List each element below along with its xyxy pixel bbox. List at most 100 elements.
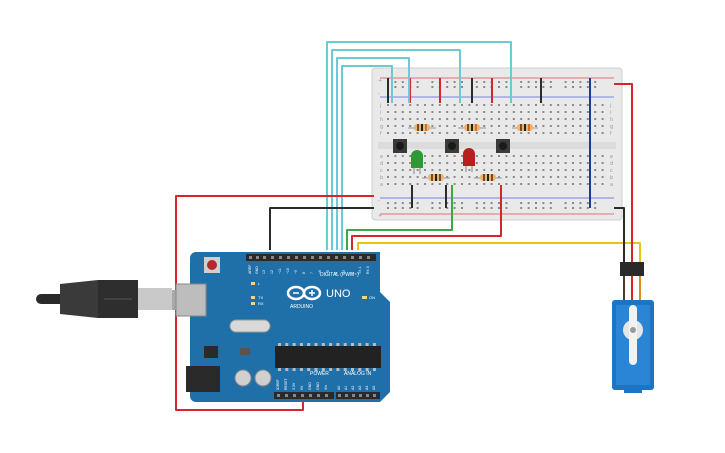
breadboard-hole[interactable] — [557, 155, 560, 157]
breadboard-hole[interactable] — [416, 111, 419, 113]
breadboard-hole[interactable] — [483, 132, 486, 134]
breadboard-hole[interactable] — [424, 183, 426, 185]
breadboard-hole[interactable] — [475, 169, 478, 171]
breadboard-hole[interactable] — [431, 155, 434, 157]
breadboard-hole[interactable] — [542, 111, 545, 113]
resistor-5[interactable] — [474, 174, 502, 181]
breadboard-hole[interactable] — [520, 118, 523, 120]
breadboard-hole[interactable] — [431, 86, 434, 88]
breadboard-hole[interactable] — [475, 155, 478, 157]
breadboard-hole[interactable] — [438, 183, 441, 185]
breadboard-hole[interactable] — [416, 202, 419, 204]
breadboard-hole[interactable] — [453, 132, 456, 134]
breadboard-hole[interactable] — [416, 207, 419, 209]
breadboard-hole[interactable] — [394, 125, 397, 127]
breadboard-hole[interactable] — [431, 207, 434, 209]
breadboard-hole[interactable] — [446, 162, 449, 164]
header-pin[interactable] — [351, 256, 354, 259]
breadboard-hole[interactable] — [401, 125, 404, 127]
breadboard-hole[interactable] — [520, 183, 523, 185]
header-pin[interactable] — [359, 256, 362, 259]
breadboard-hole[interactable] — [438, 202, 441, 204]
breadboard-hole[interactable] — [483, 207, 486, 209]
breadboard-hole[interactable] — [594, 125, 597, 127]
breadboard-hole[interactable] — [520, 81, 523, 83]
breadboard-hole[interactable] — [475, 86, 478, 88]
header-pin[interactable] — [343, 256, 346, 259]
breadboard-hole[interactable] — [564, 118, 567, 120]
breadboard-hole[interactable] — [475, 132, 478, 134]
breadboard-hole[interactable] — [549, 183, 552, 185]
breadboard-hole[interactable] — [564, 111, 567, 113]
reset-button[interactable] — [204, 257, 220, 273]
breadboard-hole[interactable] — [490, 111, 493, 113]
breadboard-hole[interactable] — [498, 118, 500, 120]
breadboard-hole[interactable] — [557, 132, 560, 134]
breadboard-hole[interactable] — [483, 111, 486, 113]
breadboard-hole[interactable] — [564, 176, 567, 178]
header-pin[interactable] — [277, 394, 280, 397]
breadboard-hole[interactable] — [475, 162, 478, 164]
breadboard-hole[interactable] — [416, 132, 419, 134]
breadboard-hole[interactable] — [505, 104, 508, 106]
breadboard-hole[interactable] — [461, 169, 463, 171]
breadboard-hole[interactable] — [505, 207, 508, 209]
push-button-2[interactable] — [445, 139, 459, 153]
breadboard-hole[interactable] — [483, 125, 486, 127]
breadboard-hole[interactable] — [527, 202, 530, 204]
header-pin[interactable] — [367, 256, 370, 259]
led-red[interactable] — [463, 148, 475, 172]
breadboard-hole[interactable] — [416, 176, 419, 178]
breadboard-hole[interactable] — [490, 207, 493, 209]
breadboard-hole[interactable] — [579, 118, 582, 120]
breadboard-hole[interactable] — [505, 118, 508, 120]
header-pin[interactable] — [309, 394, 312, 397]
breadboard-hole[interactable] — [424, 132, 426, 134]
breadboard-hole[interactable] — [394, 183, 397, 185]
breadboard-hole[interactable] — [579, 176, 582, 178]
breadboard-hole[interactable] — [453, 155, 456, 157]
breadboard-hole[interactable] — [498, 132, 500, 134]
breadboard-hole[interactable] — [586, 81, 589, 83]
breadboard-hole[interactable] — [512, 155, 515, 157]
resistor-4[interactable] — [422, 174, 450, 181]
breadboard-hole[interactable] — [431, 111, 434, 113]
breadboard-hole[interactable] — [564, 207, 567, 209]
breadboard-hole[interactable] — [483, 162, 486, 164]
breadboard-hole[interactable] — [446, 86, 449, 88]
breadboard-hole[interactable] — [557, 176, 560, 178]
breadboard-hole[interactable] — [483, 118, 486, 120]
breadboard-hole[interactable] — [527, 183, 530, 185]
breadboard-hole[interactable] — [498, 202, 500, 204]
breadboard-hole[interactable] — [394, 176, 397, 178]
breadboard-hole[interactable] — [446, 81, 449, 83]
breadboard-hole[interactable] — [401, 207, 404, 209]
breadboard-hole[interactable] — [586, 125, 589, 127]
breadboard-hole[interactable] — [438, 132, 441, 134]
breadboard-hole[interactable] — [461, 132, 463, 134]
breadboard-hole[interactable] — [409, 132, 412, 134]
breadboard-hole[interactable] — [594, 176, 597, 178]
breadboard-hole[interactable] — [564, 162, 567, 164]
breadboard-hole[interactable] — [387, 155, 389, 157]
breadboard-hole[interactable] — [527, 118, 530, 120]
breadboard-hole[interactable] — [468, 104, 471, 106]
breadboard-hole[interactable] — [453, 125, 456, 127]
breadboard-hole[interactable] — [490, 202, 493, 204]
breadboard-hole[interactable] — [490, 132, 493, 134]
breadboard-hole[interactable] — [549, 132, 552, 134]
breadboard-hole[interactable] — [446, 104, 449, 106]
breadboard-hole[interactable] — [535, 162, 537, 164]
breadboard-hole[interactable] — [438, 104, 441, 106]
breadboard-hole[interactable] — [431, 81, 434, 83]
breadboard-hole[interactable] — [498, 81, 500, 83]
breadboard-hole[interactable] — [549, 207, 552, 209]
breadboard-hole[interactable] — [387, 183, 389, 185]
breadboard-hole[interactable] — [461, 125, 463, 127]
resistor-2[interactable] — [458, 124, 486, 131]
header-pin[interactable] — [338, 394, 341, 397]
breadboard-hole[interactable] — [461, 155, 463, 157]
breadboard-hole[interactable] — [579, 169, 582, 171]
breadboard-hole[interactable] — [453, 162, 456, 164]
breadboard-hole[interactable] — [542, 169, 545, 171]
